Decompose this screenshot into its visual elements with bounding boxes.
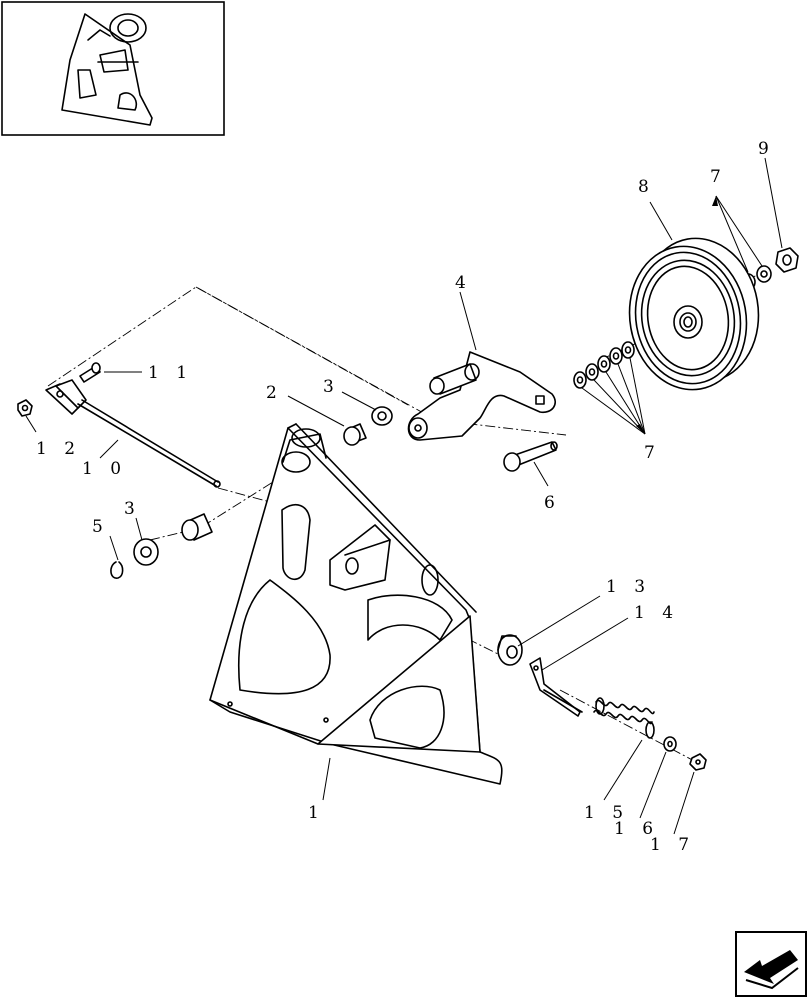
washer-stack xyxy=(573,341,635,389)
main-bracket xyxy=(209,423,503,785)
clevis-bolt xyxy=(79,362,101,383)
callout-17: 1 7 xyxy=(650,835,695,855)
callout-5: 5 xyxy=(92,517,109,537)
tension-spring xyxy=(593,697,655,739)
idler-arm xyxy=(407,351,556,441)
pulley-nut xyxy=(775,247,799,273)
washer-upper xyxy=(371,406,393,426)
back-arrow-icon[interactable] xyxy=(735,931,807,997)
spring-rod xyxy=(529,657,583,717)
callout-2: 2 xyxy=(266,383,283,403)
callout-14: 1 4 xyxy=(634,603,679,623)
idler-pulley xyxy=(628,237,760,391)
assembly-thumbnail[interactable] xyxy=(1,1,225,136)
spring-nut xyxy=(689,753,707,771)
callout-labels: 1 2 3 4 5 3 6 7 7 8 9 1 0 1 1 1 2 1 3 1 … xyxy=(36,139,775,855)
callout-13: 1 3 xyxy=(606,577,651,597)
callout-8: 8 xyxy=(638,177,655,197)
callout-15: 1 5 xyxy=(584,803,629,823)
clevis-nut xyxy=(17,399,33,417)
callout-4: 4 xyxy=(455,273,472,293)
callout-11: 1 1 xyxy=(148,363,193,383)
washer-lower xyxy=(133,538,159,566)
callout-3-upper: 3 xyxy=(323,377,340,397)
callout-3-lower: 3 xyxy=(124,499,141,519)
spring-washer xyxy=(663,736,677,752)
bushing-upper xyxy=(343,423,367,446)
callout-7-upper: 7 xyxy=(710,167,727,187)
callout-1: 1 xyxy=(308,803,325,823)
pulley-pin xyxy=(503,441,558,472)
callout-12: 1 2 xyxy=(36,439,81,459)
callout-9: 9 xyxy=(758,139,775,159)
bushing-lower xyxy=(181,513,213,541)
leader-lines xyxy=(25,157,783,835)
snap-ring xyxy=(110,561,124,579)
callout-6: 6 xyxy=(544,493,561,513)
callout-7-lower: 7 xyxy=(644,443,661,463)
control-rod xyxy=(45,379,221,488)
callout-10: 1 0 xyxy=(82,459,127,479)
callout-16: 1 6 xyxy=(614,819,659,839)
spring-cup xyxy=(497,634,523,666)
